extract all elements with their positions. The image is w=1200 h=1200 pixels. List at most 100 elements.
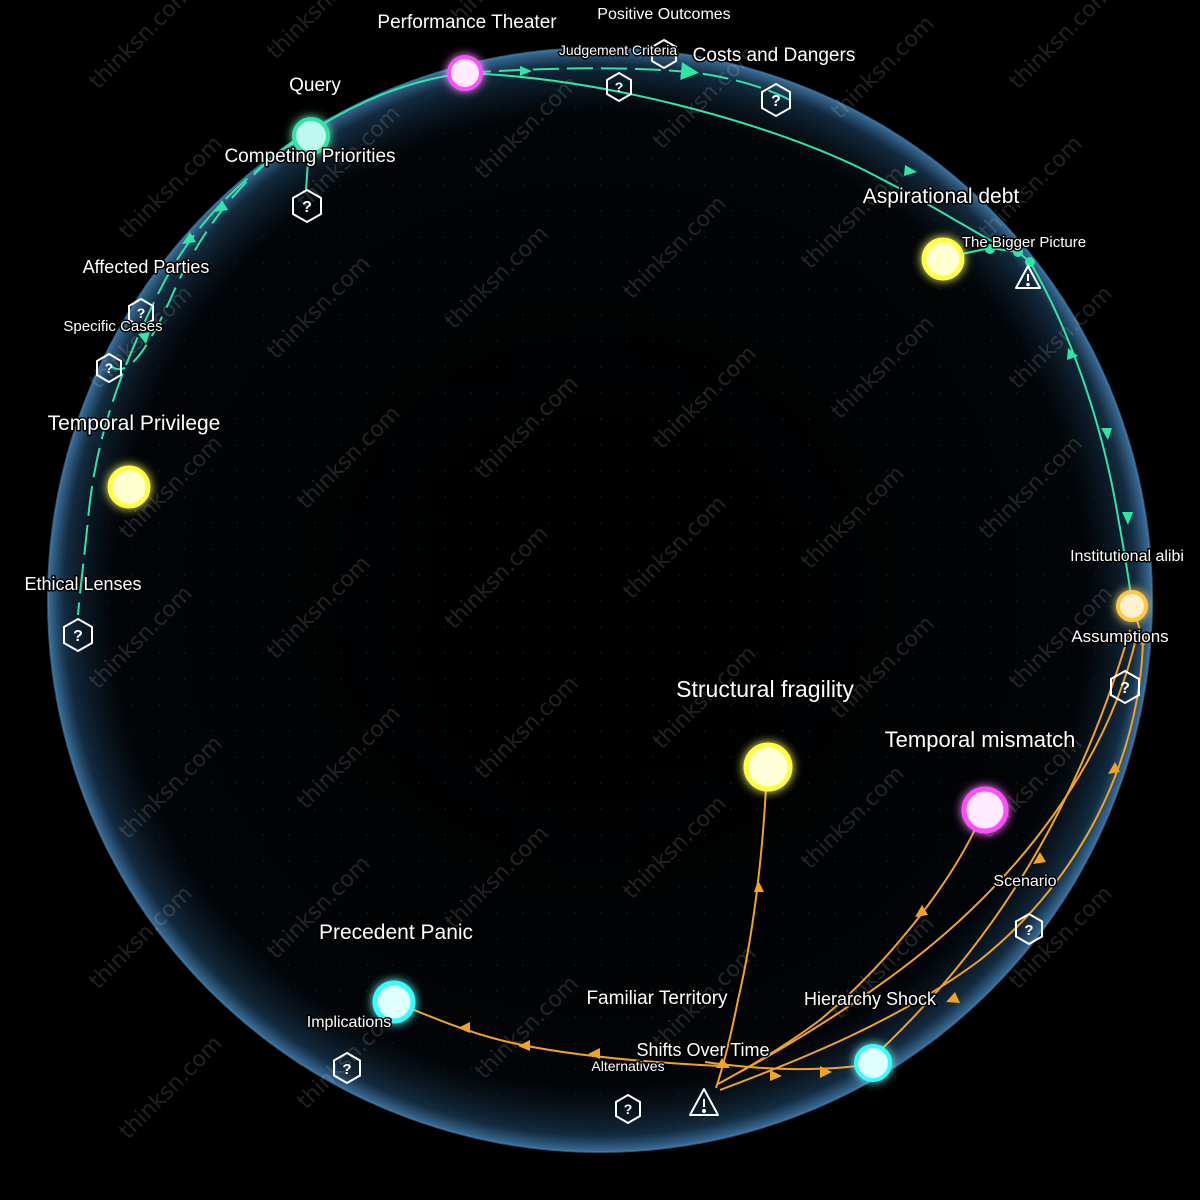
marker-label-specific-cases: Specific Cases xyxy=(63,318,162,335)
node-structural-fragility[interactable] xyxy=(743,742,793,792)
node-label-temporal-privilege: Temporal Privilege xyxy=(48,412,221,435)
svg-text:?: ? xyxy=(73,628,83,645)
warning-markers xyxy=(689,265,1041,1116)
arrowhead xyxy=(904,165,917,176)
path-shifts-to-precedent xyxy=(393,1001,721,1067)
marker-label-alternatives: Alternatives xyxy=(591,1058,664,1074)
path-aspirational-to-bigger-picture xyxy=(942,246,1031,263)
svg-text:?: ? xyxy=(302,199,312,216)
node-query[interactable] xyxy=(292,117,330,155)
question-hex-icon[interactable]: ? xyxy=(128,297,154,329)
question-hex-icon[interactable]: ? xyxy=(606,71,632,103)
question-hex-icon[interactable]: ? xyxy=(1015,912,1043,946)
question-hex-icon[interactable]: ? xyxy=(1110,669,1140,705)
arrowhead xyxy=(820,1066,832,1078)
node-aspirational-debt[interactable] xyxy=(921,237,965,281)
question-hex-icon[interactable]: ? xyxy=(292,188,322,224)
nodes xyxy=(107,55,1148,1082)
question-hex-icon[interactable]: ? xyxy=(333,1051,361,1085)
path-alibi-to-bottom-cyan xyxy=(869,629,1131,1061)
question-hex-icon[interactable]: ? xyxy=(761,82,791,118)
marker-label-shifts-over-time: Shifts Over Time xyxy=(636,1040,769,1060)
node-label-precedent-panic: Precedent Panic xyxy=(319,921,473,944)
arrowhead xyxy=(214,200,228,212)
label-hierarchy-shock: Hierarchy Shock xyxy=(804,989,937,1009)
arrowhead xyxy=(1101,428,1112,440)
warning-triangle-icon[interactable] xyxy=(689,1088,719,1116)
path-junction xyxy=(1013,247,1023,257)
arrowhead xyxy=(1122,512,1133,525)
node-performance-theater[interactable] xyxy=(447,55,483,91)
watermark-text: thinksn.com xyxy=(85,0,198,94)
node-precedent-panic[interactable] xyxy=(372,980,416,1024)
path-alibi-to-shifts-1 xyxy=(719,639,1144,1091)
marker-label-judgement-criteria: Judgement Criteria xyxy=(559,42,677,58)
path-bigger-picture-to-alibi xyxy=(1029,261,1133,605)
path-junction xyxy=(1025,257,1035,267)
arrowhead xyxy=(182,232,196,244)
svg-text:?: ? xyxy=(624,1101,633,1117)
svg-text:?: ? xyxy=(137,305,146,321)
question-hex-icon[interactable]: ? xyxy=(96,352,122,384)
arrowhead xyxy=(1033,852,1046,864)
warning-triangle-icon[interactable] xyxy=(1015,265,1041,289)
path-mismatch-to-shifts xyxy=(717,809,985,1085)
svg-text:?: ? xyxy=(105,360,114,376)
question-hex-icon[interactable]: ? xyxy=(615,1093,641,1125)
node-temporal-mismatch[interactable] xyxy=(961,786,1009,834)
arrowhead xyxy=(915,905,928,917)
label-familiar-territory: Familiar Territory xyxy=(586,988,728,1009)
arrowhead xyxy=(588,1048,600,1059)
node-bottom-cyan[interactable] xyxy=(854,1044,892,1082)
arrowhead xyxy=(1108,762,1120,774)
arrowhead xyxy=(138,332,150,344)
watermark-text: thinksn.com xyxy=(263,0,376,64)
path-performance-to-bigger-picture xyxy=(464,72,1011,251)
green-paths xyxy=(77,62,1133,616)
arrowhead xyxy=(716,1058,730,1068)
arrowhead xyxy=(518,1040,530,1051)
path-query-to-performance xyxy=(309,72,466,133)
marker-label-positive-outcomes: Positive Outcomes xyxy=(597,6,730,23)
node-label-query: Query xyxy=(289,75,341,96)
path-query-left-dashed xyxy=(77,131,311,616)
node-label-structural-fragility: Structural fragility xyxy=(676,676,854,702)
marker-label-implications: Implications xyxy=(307,1014,391,1031)
orange-paths xyxy=(393,603,1148,1091)
marker-label-costs-and-dangers: Costs and Dangers xyxy=(693,45,856,66)
arrowhead xyxy=(458,1022,470,1033)
marker-label-affected-parties: Affected Parties xyxy=(83,257,210,277)
node-label-temporal-mismatch: Temporal mismatch xyxy=(885,727,1076,752)
path-junction xyxy=(1138,635,1148,645)
node-label-performance-theater: Performance Theater xyxy=(377,12,557,33)
svg-text:?: ? xyxy=(1120,680,1130,697)
marker-label-scenario: Scenario xyxy=(993,873,1056,890)
svg-text:?: ? xyxy=(342,1061,351,1078)
marker-label-the-bigger-picture: The Bigger Picture xyxy=(962,234,1086,251)
question-hex-icon[interactable] xyxy=(651,38,677,70)
node-label-institutional-alibi: Institutional alibi xyxy=(1070,548,1184,565)
path-junction xyxy=(985,244,995,254)
path-alibi-to-shifts-2 xyxy=(739,629,1139,1073)
arrowhead xyxy=(754,880,764,892)
sphere xyxy=(47,47,1153,1153)
svg-text:?: ? xyxy=(771,93,781,110)
arrowhead xyxy=(1067,348,1078,360)
svg-text:?: ? xyxy=(1024,922,1033,939)
svg-text:?: ? xyxy=(615,79,624,95)
marker-label-competing-priorities: Competing Priorities xyxy=(224,146,395,167)
question-hex-icon[interactable]: ? xyxy=(63,617,93,653)
node-label-aspirational-debt: Aspirational debt xyxy=(863,185,1020,208)
node-institutional-alibi[interactable] xyxy=(1116,590,1148,622)
arrowhead xyxy=(946,992,960,1003)
marker-label-ethical-lenses: Ethical Lenses xyxy=(24,574,141,594)
arrowhead xyxy=(520,66,532,76)
watermark-text: thinksn.com xyxy=(115,1031,228,1144)
question-markers: ? ? ? ? ? ? ? ? ? ? xyxy=(63,38,1140,1125)
labels: Query Performance Theater Aspirational d… xyxy=(23,5,1185,1076)
arrowhead xyxy=(770,1070,782,1081)
watermark-text: thinksn.com xyxy=(827,11,940,124)
node-temporal-privilege[interactable] xyxy=(107,465,151,509)
path-query-left-dashed-2 xyxy=(109,139,296,371)
